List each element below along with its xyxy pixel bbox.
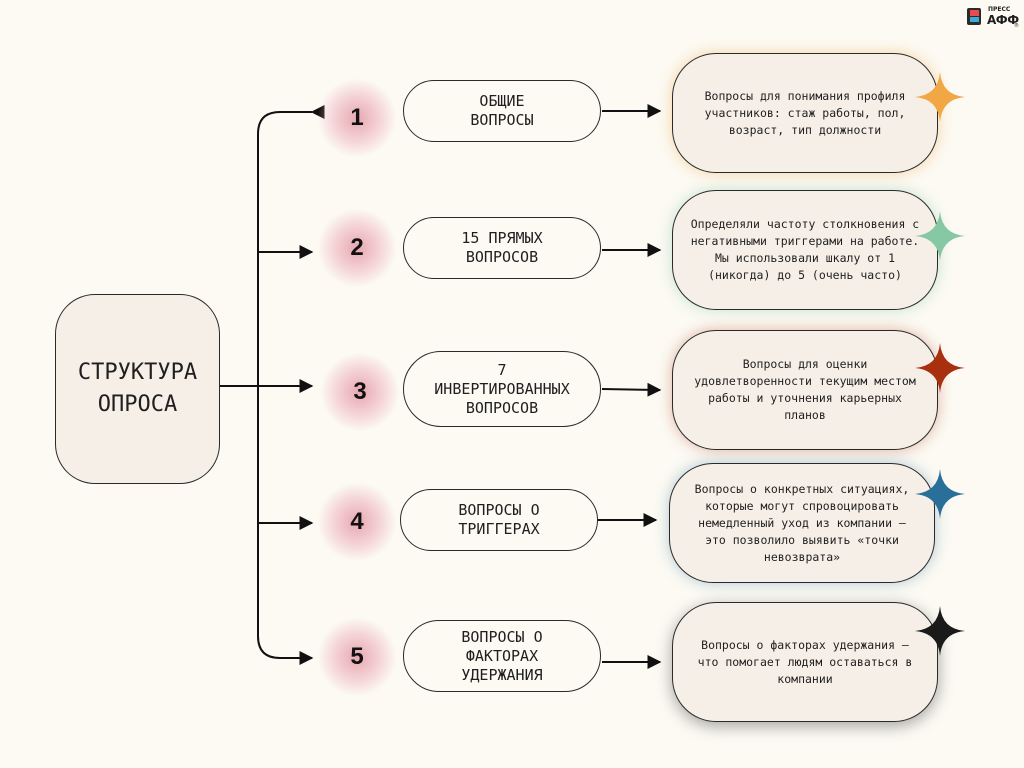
- logo: ПРЕСС АФФ ®: [966, 5, 1020, 31]
- step-description-4: Вопросы о конкретных ситуациях, которые …: [669, 463, 935, 583]
- logo-small-text: ПРЕСС: [988, 6, 1011, 13]
- sparkle-icon-4: [915, 469, 965, 519]
- sparkle-icon-1: [915, 72, 965, 122]
- logo-big-text: АФФ: [987, 13, 1019, 27]
- step-number-4: 4: [317, 482, 397, 562]
- step-number-5: 5: [317, 617, 397, 697]
- step-label-2: 15 ПРЯМЫХ ВОПРОСОВ: [403, 217, 601, 279]
- sparkle-icon-3: [915, 343, 965, 393]
- step-label-1: ОБЩИЕ ВОПРОСЫ: [403, 80, 601, 142]
- step-label-5: ВОПРОСЫ О ФАКТОРАХ УДЕРЖАНИЯ: [403, 620, 601, 692]
- step-number-1: 1: [317, 78, 397, 158]
- step-description-5: Вопросы о факторах удержания — что помог…: [672, 602, 938, 722]
- sparkle-icon-2: [915, 211, 965, 261]
- logo-registered-mark: ®: [1014, 23, 1019, 29]
- sparkle-icon-5: [915, 606, 965, 656]
- main-title-box: СТРУКТУРА ОПРОСА: [55, 294, 220, 484]
- step-number-3: 3: [320, 352, 400, 432]
- pill-arrow-3: [601, 382, 662, 397]
- step-description-3: Вопросы для оценки удовлетворенности тек…: [672, 330, 938, 450]
- step-number-2: 2: [317, 208, 397, 288]
- book-icon: [967, 8, 981, 25]
- step-label-4: ВОПРОСЫ О ТРИГГЕРАХ: [400, 489, 598, 551]
- step-description-1: Вопросы для понимания профиля участников…: [672, 53, 938, 173]
- step-label-3: 7 ИНВЕРТИРОВАННЫХ ВОПРОСОВ: [403, 351, 601, 427]
- main-title: СТРУКТУРА ОПРОСА: [77, 360, 198, 417]
- step-description-2: Определяли частоту столкновения с негати…: [672, 190, 938, 310]
